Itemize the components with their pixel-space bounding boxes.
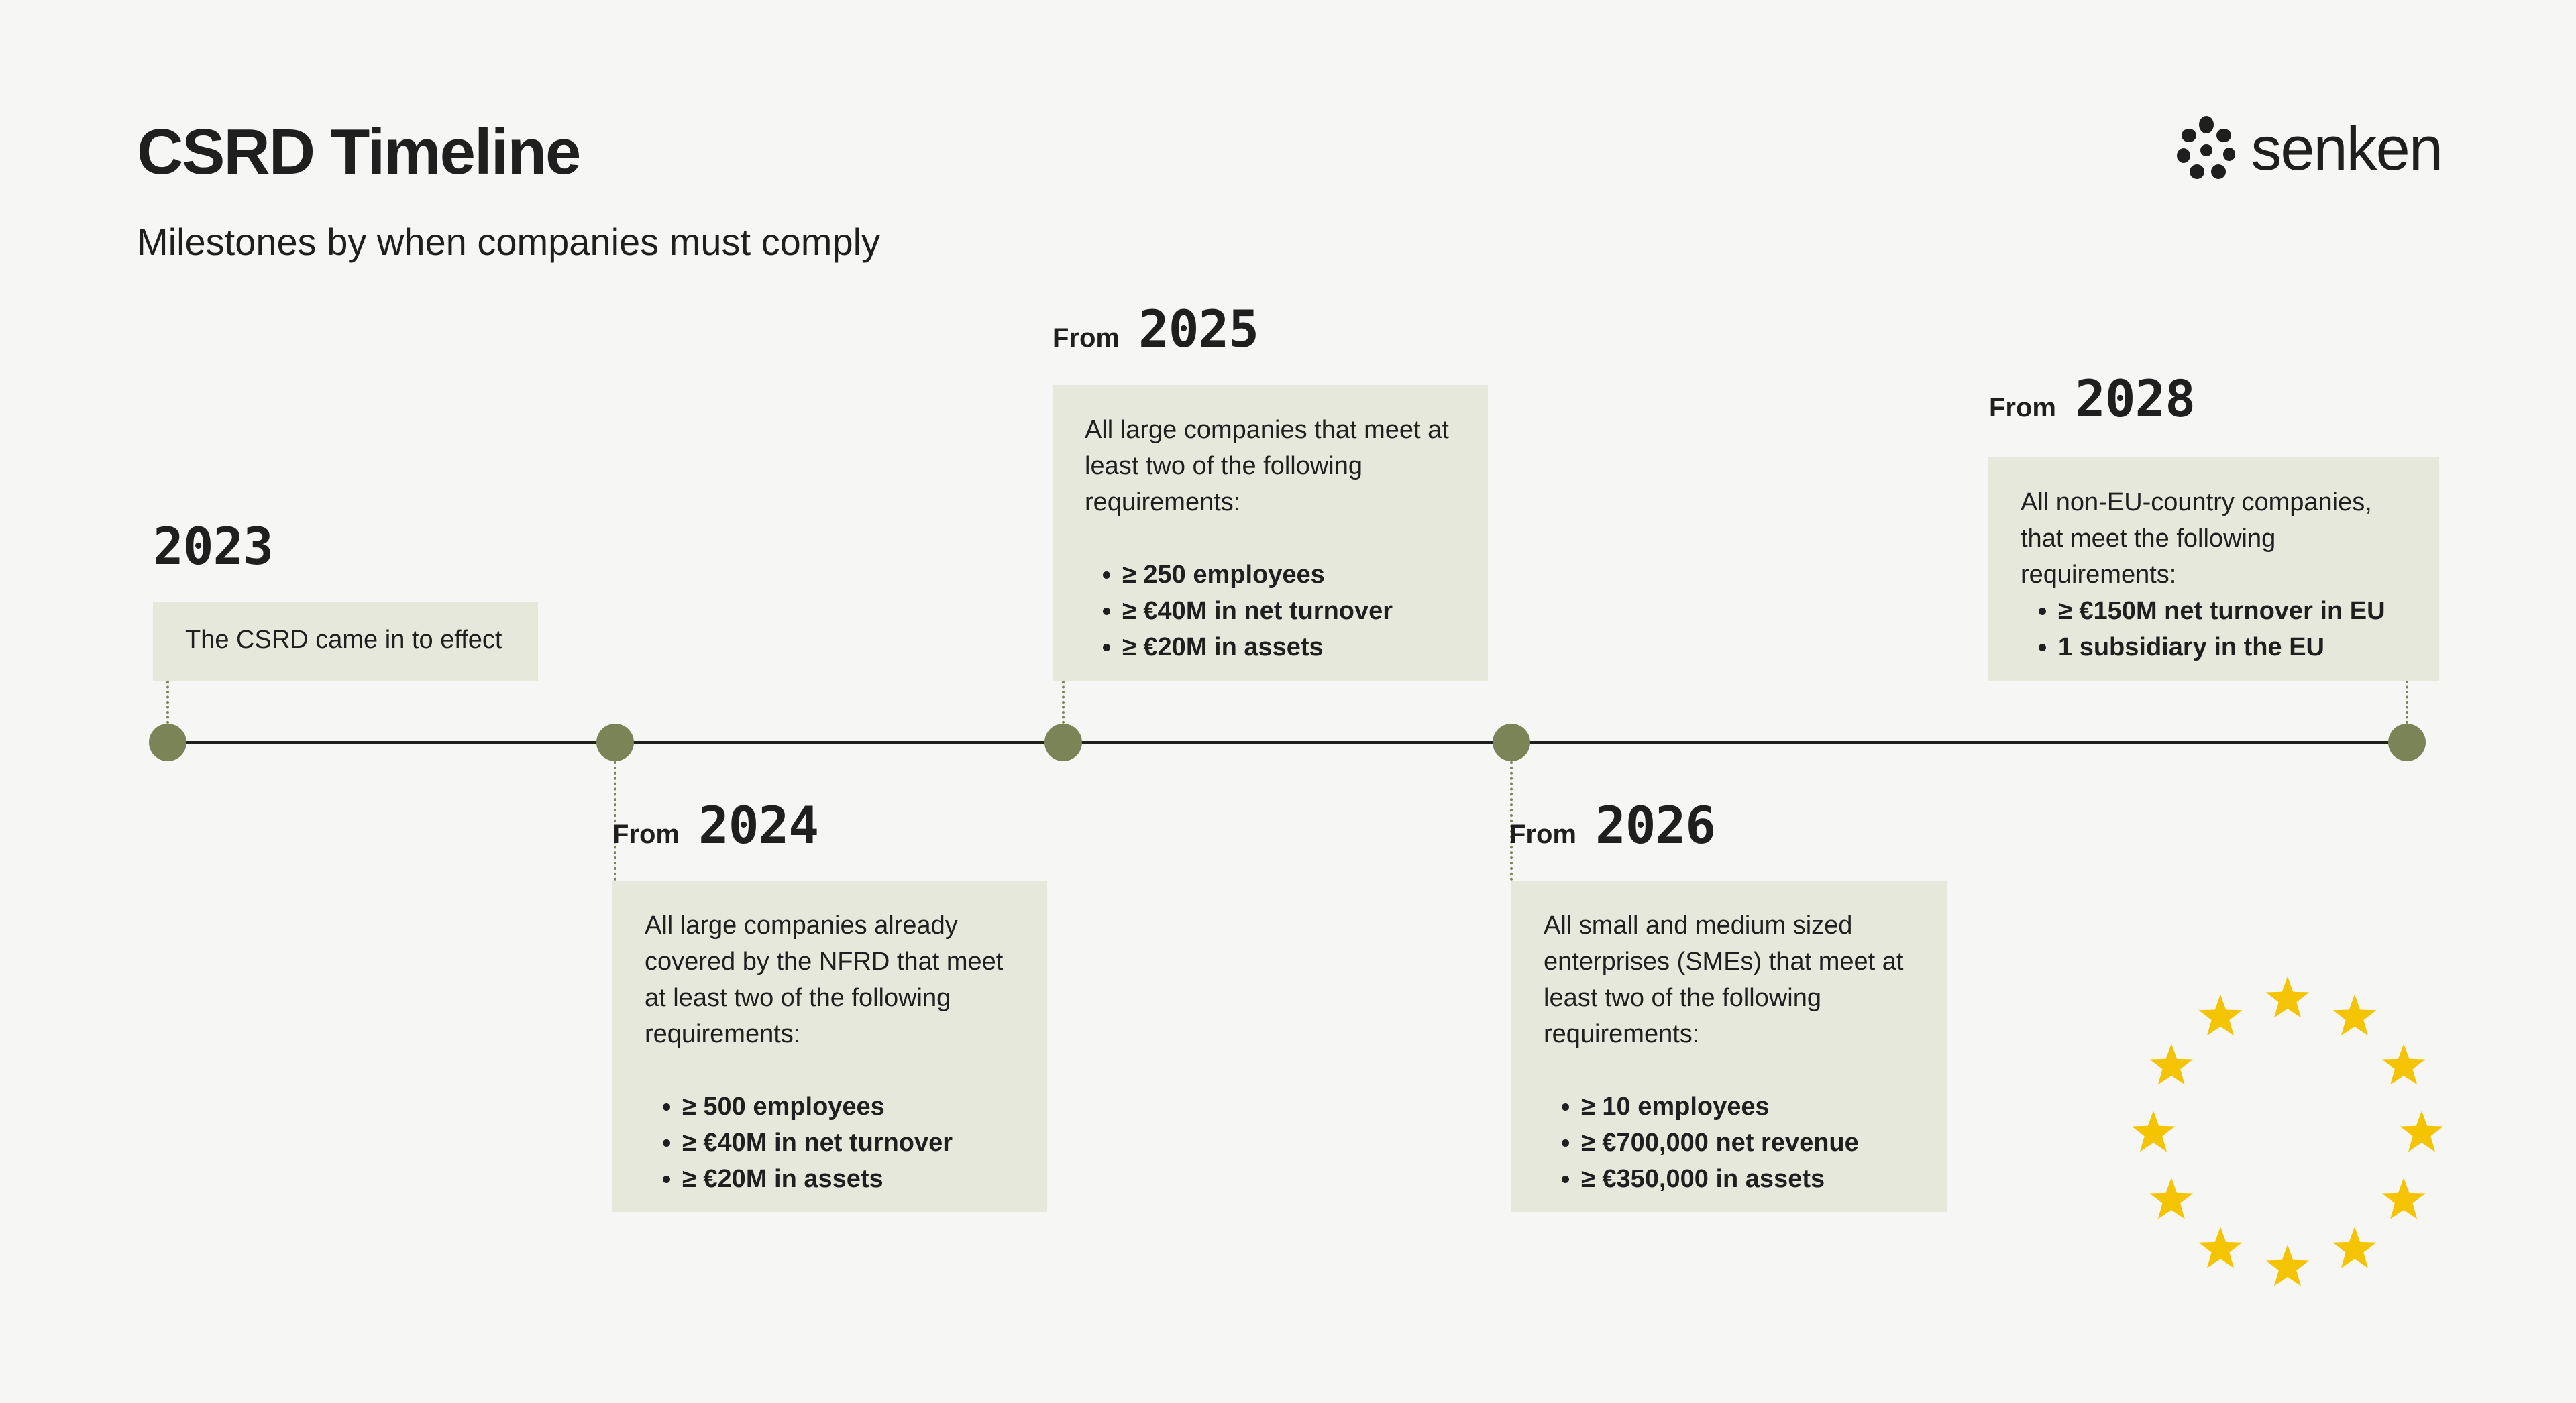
- star-icon: [2400, 1111, 2442, 1152]
- timeline-node-2023: [149, 724, 186, 761]
- milestone-year: 2028: [2075, 369, 2196, 429]
- milestone-card-2025: All large companies that meet at least t…: [1053, 385, 1488, 681]
- milestone-card-2028: All non-EU-country companies, that meet …: [1988, 457, 2439, 681]
- timeline-axis: [168, 741, 2408, 744]
- milestone-heading-2024: From 2024: [612, 795, 819, 855]
- star-icon: [2198, 1227, 2243, 1268]
- requirement-item: ≥ €150M net turnover in EU: [2058, 593, 2407, 629]
- milestone-intro: The CSRD came in to effect: [185, 626, 502, 654]
- timeline-node-2024: [596, 724, 634, 761]
- requirement-item: ≥ €700,000 net revenue: [1581, 1125, 1915, 1161]
- star-icon: [2149, 1178, 2194, 1219]
- requirement-item: ≥ 10 employees: [1581, 1088, 1915, 1125]
- flower-dots-icon: [2177, 116, 2236, 179]
- eu-stars-icon: [2133, 976, 2442, 1286]
- requirement-item: ≥ €40M in net turnover: [1122, 593, 1456, 629]
- requirements-list: ≥ 500 employees ≥ €40M in net turnover ≥…: [645, 1088, 1015, 1197]
- requirements-list: ≥ 250 employees ≥ €40M in net turnover ≥…: [1085, 557, 1456, 665]
- timeline-node-2028: [2388, 724, 2426, 761]
- milestone-intro: All small and medium sized enterprises (…: [1544, 911, 1904, 1048]
- requirement-item: ≥ €40M in net turnover: [682, 1125, 1015, 1161]
- connector-2028: [2406, 681, 2408, 724]
- star-icon: [2265, 976, 2310, 1018]
- connector-2025: [1062, 681, 1065, 724]
- milestone-heading-2028: From 2028: [1989, 369, 2196, 429]
- milestone-prefix: From: [1989, 393, 2056, 423]
- brand-name: senken: [2251, 114, 2443, 183]
- milestone-prefix: From: [1509, 820, 1576, 849]
- star-icon: [2381, 1178, 2426, 1219]
- requirement-item: ≥ 500 employees: [682, 1088, 1015, 1125]
- star-icon: [2265, 1245, 2310, 1286]
- timeline-node-2026: [1493, 724, 1530, 761]
- star-icon: [2198, 994, 2243, 1036]
- connector-2023: [166, 681, 169, 724]
- page-subtitle: Milestones by when companies must comply: [137, 221, 881, 263]
- milestone-year: 2023: [153, 516, 274, 576]
- milestone-heading-2025: From 2025: [1053, 299, 1259, 359]
- milestone-card-2024: All large companies already covered by t…: [612, 881, 1047, 1212]
- milestone-intro: All large companies already covered by t…: [645, 911, 1004, 1048]
- requirement-item: ≥ €20M in assets: [682, 1161, 1015, 1197]
- star-icon: [2381, 1044, 2426, 1085]
- connector-2026: [1510, 761, 1513, 881]
- milestone-year: 2024: [698, 795, 819, 855]
- requirement-item: ≥ €20M in assets: [1122, 629, 1456, 665]
- brand-logo: senken: [2174, 113, 2443, 185]
- star-icon: [2332, 1227, 2377, 1268]
- requirement-item: ≥ 250 employees: [1122, 557, 1456, 593]
- milestone-heading-2023: 2023: [153, 516, 274, 576]
- milestone-year: 2026: [1595, 795, 1716, 855]
- milestone-prefix: From: [1053, 323, 1120, 353]
- milestone-year: 2025: [1138, 299, 1259, 359]
- requirement-item: ≥ €350,000 in assets: [1581, 1161, 1915, 1197]
- milestone-heading-2026: From 2026: [1509, 795, 1716, 855]
- page-title: CSRD Timeline: [137, 116, 581, 188]
- star-icon: [2149, 1044, 2194, 1085]
- star-icon: [2332, 994, 2377, 1036]
- milestone-intro: All non-EU-country companies, that meet …: [2021, 488, 2372, 589]
- star-icon: [2133, 1111, 2176, 1152]
- requirements-list: ≥ €150M net turnover in EU 1 subsidiary …: [2021, 593, 2407, 665]
- timeline-node-2025: [1044, 724, 1082, 761]
- connector-2024: [614, 761, 616, 881]
- milestone-card-2023: The CSRD came in to effect: [153, 602, 538, 681]
- milestone-prefix: From: [612, 820, 680, 849]
- requirements-list: ≥ 10 employees ≥ €700,000 net revenue ≥ …: [1544, 1088, 1915, 1197]
- requirement-item: 1 subsidiary in the EU: [2058, 629, 2407, 665]
- milestone-intro: All large companies that meet at least t…: [1085, 416, 1449, 516]
- milestone-card-2026: All small and medium sized enterprises (…: [1511, 881, 1947, 1212]
